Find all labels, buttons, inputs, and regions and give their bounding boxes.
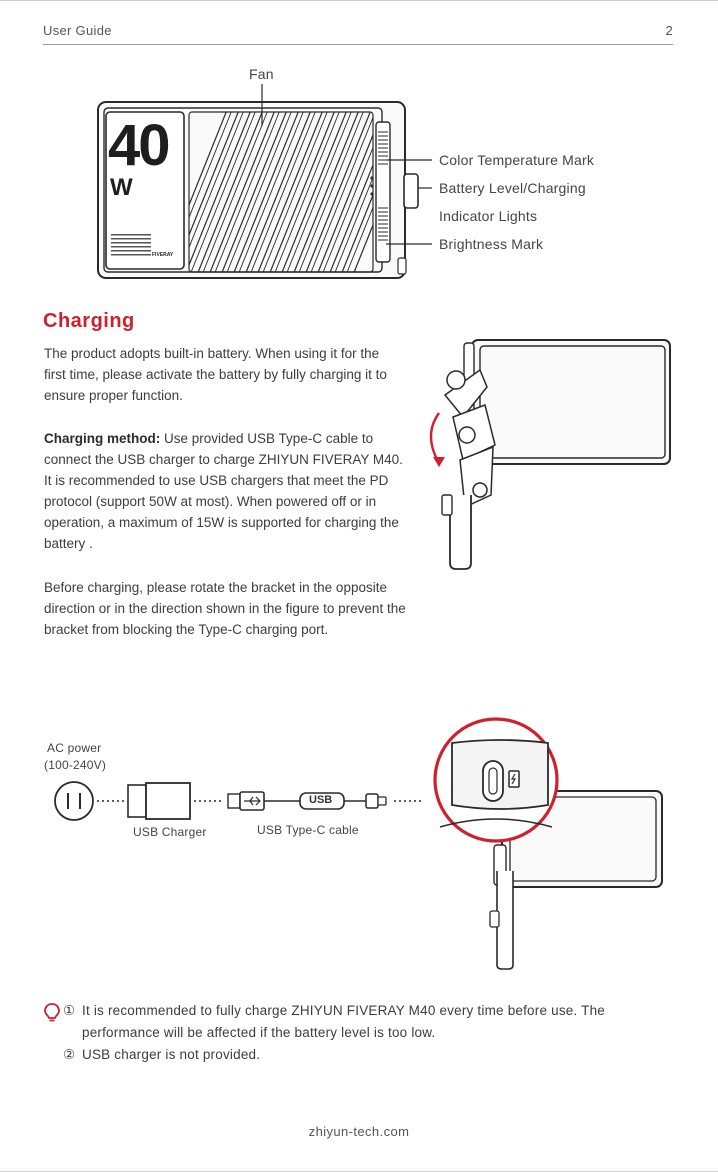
color-temperature-mark-label: Color Temperature Mark: [439, 152, 595, 168]
usb-cable-label: USB Type-C cable: [257, 823, 359, 837]
charging-intro-paragraph: The product adopts built-in battery. Whe…: [44, 346, 387, 403]
light-panel-illustration: [97, 84, 432, 279]
brightness-mark-label: Brightness Mark: [439, 236, 544, 252]
ac-power-label: AC power: [47, 741, 102, 755]
usb-c-port-zoom-icon: [433, 717, 559, 843]
cable-usb-tag: USB: [309, 794, 333, 806]
note-1-marker: ①: [63, 1003, 76, 1018]
ac-power-voltage-label: (100-240V): [44, 758, 107, 772]
footer-url: zhiyun-tech.com: [308, 1124, 410, 1139]
rotate-bracket-paragraph: Before charging, please rotate the brack…: [44, 580, 406, 637]
spec-text-block: [111, 234, 151, 258]
indicator-lights-label: Indicator Lights: [439, 208, 538, 224]
charging-method-paragraph: Charging method: Use provided USB Type-C…: [44, 428, 404, 554]
top-border: [0, 0, 718, 1]
usb-charger-label: USB Charger: [133, 825, 207, 839]
charging-connection-illustration: [54, 717, 663, 970]
usb-charger-icon: [127, 782, 191, 820]
page-header: User Guide 2: [43, 22, 673, 45]
ac-outlet-icon: [54, 781, 94, 821]
note-1-line-1: It is recommended to fully charge ZHIYUN…: [82, 1003, 606, 1018]
charging-method-text: Use provided USB Type-C cable to connect…: [44, 431, 403, 551]
note-2-line-1: USB charger is not provided.: [82, 1047, 261, 1062]
note-2-marker: ②: [63, 1047, 76, 1062]
charging-method-label: Charging method:: [44, 431, 161, 446]
header-title: User Guide: [43, 23, 112, 38]
lightbulb-icon: [44, 1003, 60, 1022]
charging-heading: Charging: [43, 310, 135, 332]
note-1-line-2: performance will be affected if the batt…: [82, 1025, 436, 1040]
usb-c-plug-icon: [365, 793, 387, 809]
panel-wattage-unit: W: [110, 174, 133, 201]
fan-label: Fan: [249, 66, 274, 82]
usb-a-plug-icon: [227, 791, 265, 811]
page-number: 2: [665, 23, 673, 38]
battery-indicator-label: Battery Level/Charging: [439, 180, 586, 196]
panel-wattage-number: 40: [108, 113, 170, 178]
bracket-rotation-illustration: [429, 339, 671, 570]
brand-logo: FIVERAY: [152, 252, 174, 258]
